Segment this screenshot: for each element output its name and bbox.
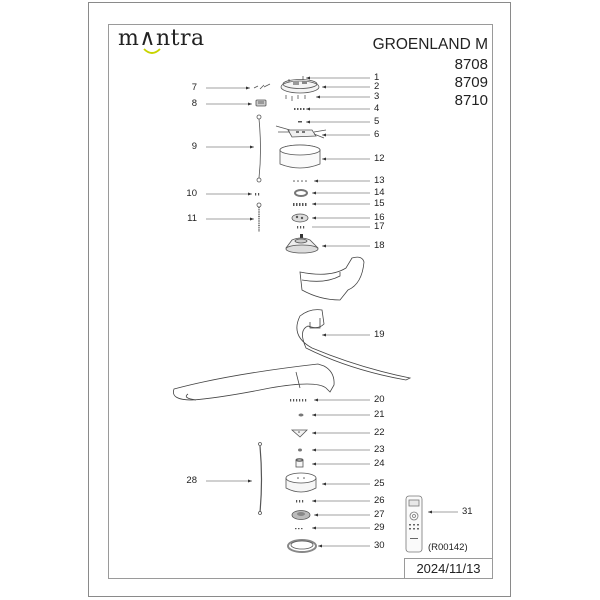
model-numbers: 8708 8709 8710 xyxy=(455,56,488,110)
screws-part-13 xyxy=(293,180,307,182)
part-number-label: 21 xyxy=(374,409,385,420)
part-number-label: 23 xyxy=(374,444,385,455)
blades-part xyxy=(173,256,412,401)
part-number-label: 5 xyxy=(374,116,380,127)
part-number-label: 18 xyxy=(374,240,385,251)
part-number-label: 27 xyxy=(374,509,385,520)
brand-logo: m∧ntra xyxy=(118,28,205,50)
model-number: 8710 xyxy=(454,92,488,109)
logo-text-left: m xyxy=(118,26,140,51)
part-number-label: 9 xyxy=(191,141,197,152)
part-number-label: 30 xyxy=(374,540,385,551)
part-number-label: 12 xyxy=(374,153,385,164)
safety-cable-part-9 xyxy=(256,114,262,183)
remote-control-part xyxy=(405,495,423,553)
model-number: 8708 xyxy=(454,56,488,73)
part-number-label: 15 xyxy=(374,198,385,209)
part-number-label: 31 xyxy=(462,506,473,517)
drawing-frame xyxy=(108,24,493,579)
part-number-label: 3 xyxy=(374,91,380,102)
screws-part-29 xyxy=(295,528,303,530)
revision-date: 2024/11/13 xyxy=(404,558,493,579)
screws-part-5 xyxy=(298,121,302,123)
product-title: GROENLAND M xyxy=(372,36,488,53)
part-number-label: 2 xyxy=(374,81,380,92)
part-number-label: 20 xyxy=(374,394,385,405)
ceiling-plate-part xyxy=(280,76,320,94)
part-number-label: 10 xyxy=(186,188,197,199)
part-number-label: 28 xyxy=(186,475,197,486)
part-number-label: 13 xyxy=(374,175,385,186)
wire-connectors-part-7 xyxy=(253,83,271,90)
ring-part xyxy=(294,189,308,197)
screws-part-20 xyxy=(290,399,307,402)
motor-bracket-part xyxy=(291,213,309,223)
model-number: 8709 xyxy=(454,74,488,91)
light-housing-part xyxy=(285,472,317,493)
washer-part xyxy=(298,448,302,452)
receiver-part xyxy=(275,125,327,139)
screws-part-10 xyxy=(255,193,260,196)
motor-part xyxy=(285,234,319,254)
part-number-label: 16 xyxy=(374,212,385,223)
spring-cable-part-11 xyxy=(256,202,262,232)
part-number-label: 7 xyxy=(191,82,197,93)
logo-caret: ∧ xyxy=(139,26,156,51)
screws-part-3 xyxy=(285,95,306,101)
screws-part-4 xyxy=(294,108,305,110)
remote-reference-code: (R00142) xyxy=(428,542,468,553)
nut-part xyxy=(298,413,304,417)
part-number-label: 25 xyxy=(374,478,385,489)
diffuser-ring-part xyxy=(287,539,317,553)
canopy-part xyxy=(279,144,321,169)
part-number-label: 29 xyxy=(374,522,385,533)
part-number-label: 26 xyxy=(374,495,385,506)
part-number-label: 4 xyxy=(374,103,380,114)
screws-part-15 xyxy=(293,203,307,206)
screws-part-17 xyxy=(297,226,305,229)
part-number-label: 17 xyxy=(374,221,385,232)
terminal-block-part-8 xyxy=(255,99,267,107)
part-number-label: 1 xyxy=(374,72,380,83)
triangle-plate-part xyxy=(290,429,308,438)
outer-border xyxy=(88,2,511,597)
part-number-label: 19 xyxy=(374,329,385,340)
screws-part-26 xyxy=(296,500,304,503)
wire-cable-part-28 xyxy=(258,442,263,515)
part-number-label: 6 xyxy=(374,129,380,140)
part-number-label: 22 xyxy=(374,427,385,438)
leader-lines-left xyxy=(206,87,254,482)
part-number-label: 14 xyxy=(374,187,385,198)
led-module-part xyxy=(291,510,311,520)
part-number-label: 11 xyxy=(187,213,197,224)
logo-text-right: ntra xyxy=(155,26,205,51)
spacer-part xyxy=(295,458,304,468)
part-number-label: 8 xyxy=(191,98,197,109)
leader-lines-right xyxy=(306,77,458,547)
part-number-label: 24 xyxy=(374,458,385,469)
logo-smile-icon xyxy=(143,48,161,54)
